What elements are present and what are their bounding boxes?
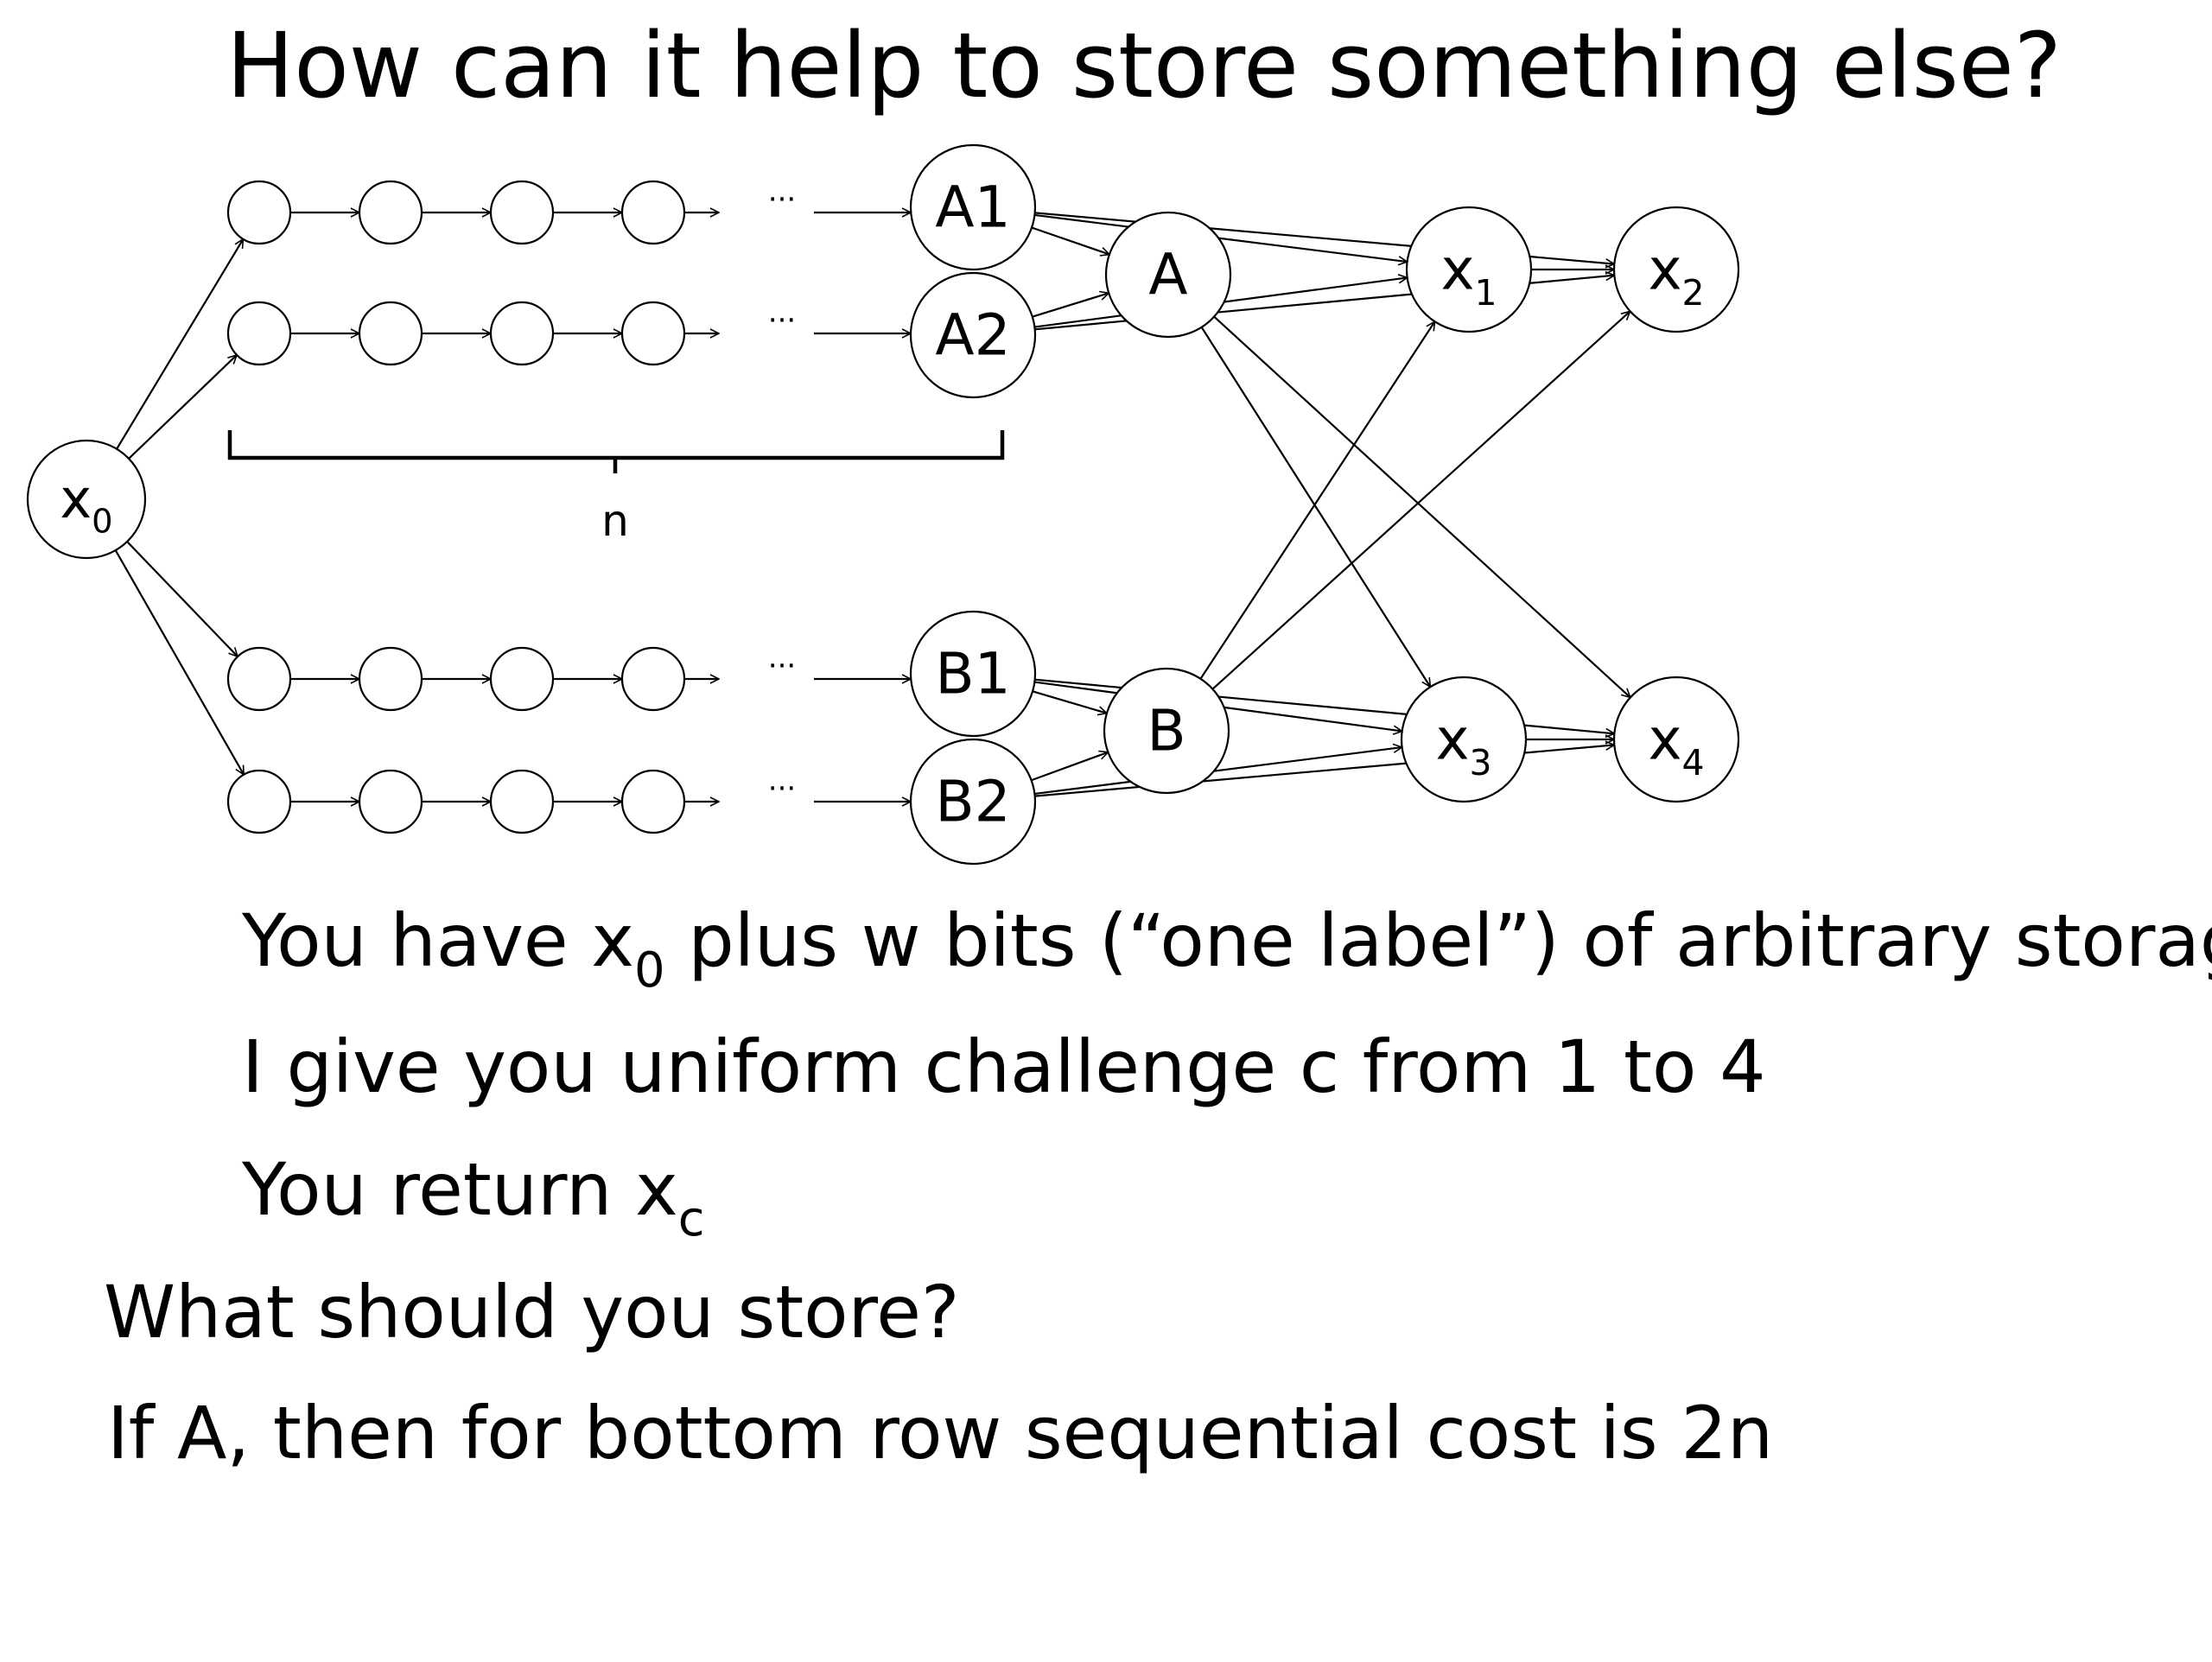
chain-node bbox=[489, 301, 555, 366]
edge-A-x3 bbox=[1200, 327, 1431, 687]
chain-node bbox=[620, 301, 686, 366]
chain-node bbox=[226, 769, 292, 834]
chain-node bbox=[358, 769, 423, 834]
node-label-x0: x0 bbox=[60, 467, 112, 541]
node-x3 bbox=[1400, 676, 1528, 803]
node-B2 bbox=[909, 738, 1037, 866]
chain-node bbox=[489, 646, 555, 712]
x0-edge bbox=[126, 541, 238, 657]
chain-node bbox=[358, 301, 423, 366]
chain-node bbox=[489, 180, 555, 245]
node-A1 bbox=[909, 143, 1037, 271]
chain-node bbox=[489, 769, 555, 834]
chain-node bbox=[620, 180, 686, 245]
body-line: You return xc bbox=[241, 1147, 705, 1247]
x0-edge bbox=[128, 355, 237, 460]
edge-A1-x1 bbox=[1034, 213, 1407, 262]
node-A bbox=[1104, 211, 1232, 339]
node-B bbox=[1103, 667, 1230, 795]
x0-edge bbox=[116, 239, 245, 450]
edge-B-x2 bbox=[1211, 311, 1630, 690]
node-label-x1: x1 bbox=[1440, 236, 1497, 313]
chain-node bbox=[358, 180, 423, 245]
body-line: What should you store? bbox=[104, 1270, 960, 1354]
node-x2 bbox=[1612, 206, 1740, 333]
edge-B2-x3 bbox=[1034, 747, 1402, 796]
node-label-x4: x4 bbox=[1648, 706, 1704, 783]
ellipsis-label: ··· bbox=[768, 649, 796, 683]
chain-node bbox=[226, 646, 292, 712]
slide-title: How can it help to store something else? bbox=[226, 13, 2062, 118]
node-label-A: A bbox=[1148, 241, 1187, 308]
node-x4 bbox=[1612, 676, 1740, 803]
edge-A2-A bbox=[1032, 293, 1109, 318]
ellipsis-label: ··· bbox=[768, 303, 796, 338]
brace-label: n bbox=[601, 496, 629, 546]
node-label-x3: x3 bbox=[1435, 706, 1491, 783]
ellipsis-label: ··· bbox=[768, 771, 796, 806]
node-label-B1: B1 bbox=[935, 640, 1010, 707]
chain-node bbox=[358, 646, 423, 712]
x0-edge bbox=[114, 549, 245, 775]
chain-node bbox=[226, 301, 292, 366]
edge-B2-B bbox=[1031, 752, 1109, 782]
node-x0 bbox=[26, 439, 147, 560]
node-label-x2: x2 bbox=[1648, 236, 1704, 313]
body-line: You have x0 plus w bits (“one label”) of… bbox=[241, 898, 2212, 999]
node-label-A1: A1 bbox=[935, 174, 1010, 240]
edge-B1-B bbox=[1032, 690, 1107, 713]
body-line: I give you uniform challenge c from 1 to… bbox=[242, 1024, 1766, 1109]
edge-B-x1 bbox=[1199, 321, 1434, 680]
node-B1 bbox=[909, 610, 1037, 738]
chain-node bbox=[226, 180, 292, 245]
edge-A1-A bbox=[1031, 226, 1109, 254]
ellipsis-label: ··· bbox=[768, 182, 796, 217]
chain-node bbox=[620, 769, 686, 834]
brace bbox=[227, 430, 1005, 473]
chain-node bbox=[620, 646, 686, 712]
edge-A-x4 bbox=[1213, 315, 1630, 698]
node-x1 bbox=[1405, 206, 1533, 333]
node-A2 bbox=[909, 271, 1037, 399]
node-label-A2: A2 bbox=[935, 301, 1010, 368]
slide-body: You have x0 plus w bits (“one label”) of… bbox=[104, 898, 2212, 1475]
node-label-B2: B2 bbox=[935, 768, 1010, 834]
node-label-B: B bbox=[1147, 697, 1185, 764]
body-line: If A, then for bottom row sequential cos… bbox=[107, 1391, 1773, 1475]
